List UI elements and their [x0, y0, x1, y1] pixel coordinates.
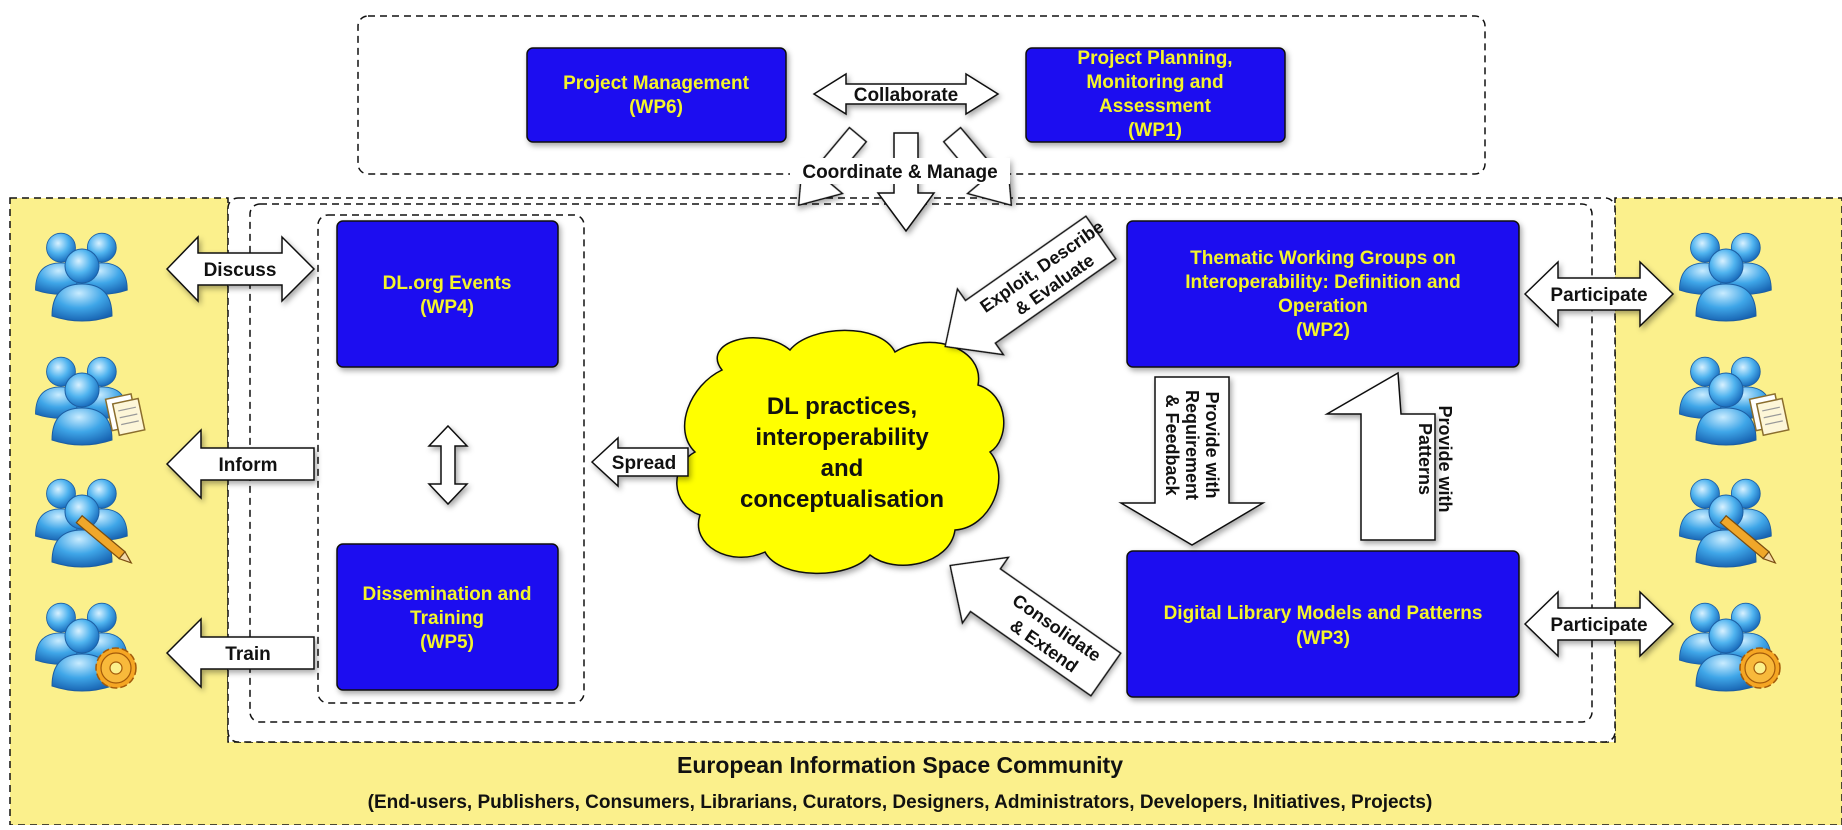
wp4-line1: DL.org Events [383, 273, 512, 294]
cloud-line3: and [821, 455, 864, 482]
users-pencil-icon [36, 479, 133, 567]
patterns-label-line2: Patterns [1415, 423, 1435, 495]
collaborate-label: Collaborate [854, 85, 959, 106]
users-gear-icon [36, 603, 137, 691]
wp2-box: Thematic Working Groups on Interoperabil… [1126, 220, 1520, 368]
wp2-line2: Interoperability: Definition and [1185, 272, 1461, 293]
wp3-line2: (WP3) [1296, 628, 1350, 649]
wp3-box: Digital Library Models and Patterns (WP3… [1126, 550, 1520, 698]
wp4-box: DL.org Events (WP4) [336, 220, 559, 368]
users-document-icon [1680, 357, 1790, 445]
inform-label: Inform [218, 455, 277, 476]
cloud-line1: DL practices, [767, 393, 917, 420]
wp6-box: Project Management (WP6) [526, 47, 787, 143]
wp4-wp5-link-arrow [427, 424, 469, 506]
patterns-label-line1: Provide with [1435, 405, 1455, 512]
outreach-group [317, 214, 585, 704]
wp5-line3: (WP5) [420, 632, 474, 653]
wp6-line2: (WP6) [629, 97, 683, 118]
spread-arrow: Spread [590, 436, 689, 488]
wp5-box: Dissemination and Training (WP5) [336, 543, 559, 691]
patterns-arrow: Provide with Patterns [1324, 371, 1455, 541]
wp2-line1: Thematic Working Groups on [1190, 248, 1456, 269]
coordinate-arrows: Coordinate & Manage [790, 126, 1013, 233]
wp1-box: Project Planning, Monitoring and Assessm… [1025, 47, 1286, 143]
community-subtitle: (End-users, Publishers, Consumers, Libra… [368, 792, 1433, 813]
discuss-label: Discuss [204, 260, 277, 281]
requirement-label-line1: Provide with [1202, 391, 1222, 498]
coordinate-label: Coordinate & Manage [802, 162, 997, 183]
wp6-line1: Project Management [563, 73, 749, 94]
wp1-line2: Monitoring and [1086, 72, 1223, 93]
train-label: Train [225, 644, 270, 665]
wp5-line1: Dissemination and [363, 584, 532, 605]
requirement-feedback-arrow: Provide with Requirement & Feedback [1118, 376, 1266, 546]
train-arrow: Train [165, 617, 315, 689]
discuss-arrow: Discuss [165, 235, 316, 303]
wp4-line2: (WP4) [420, 297, 474, 318]
requirement-label-line3: & Feedback [1162, 394, 1182, 496]
wp1-line3: Assessment [1099, 96, 1212, 117]
requirement-label-line2: Requirement [1182, 390, 1202, 500]
participate-arrow-bottom: Participate [1523, 590, 1675, 658]
wp2-line3: Operation [1278, 296, 1368, 317]
wp1-line1: Project Planning, [1077, 48, 1232, 69]
wp1-line4: (WP1) [1128, 120, 1182, 141]
spread-label: Spread [612, 453, 676, 474]
inform-arrow: Inform [165, 428, 315, 500]
users-document-icon [36, 357, 146, 445]
dl-practices-cloud: DL practices, interoperability and conce… [676, 329, 1005, 575]
users-gear-icon [1680, 603, 1781, 691]
wp3-line1: Digital Library Models and Patterns [1164, 603, 1483, 624]
wp5-line2: Training [410, 608, 484, 629]
community-title: European Information Space Community [677, 752, 1123, 778]
users-pencil-icon [1680, 479, 1777, 567]
participate-arrow-top: Participate [1523, 260, 1675, 328]
cloud-line2: interoperability [755, 424, 929, 451]
participate-top-label: Participate [1550, 285, 1647, 306]
collaborate-arrow: Collaborate [812, 72, 1000, 116]
cloud-line4: conceptualisation [740, 486, 944, 513]
participate-bottom-label: Participate [1550, 615, 1647, 636]
wp2-line4: (WP2) [1296, 320, 1350, 341]
